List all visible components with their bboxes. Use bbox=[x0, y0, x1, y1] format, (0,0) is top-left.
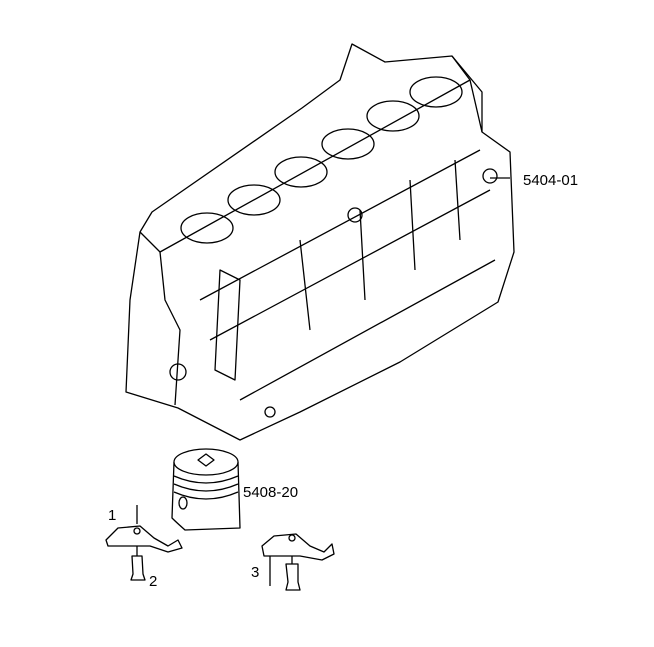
piston-part-number: 5408-20 bbox=[243, 484, 299, 501]
callout-2: 2 bbox=[149, 573, 158, 590]
oil-nozzle-1-drawing[interactable] bbox=[105, 505, 183, 581]
callout-1: 1 bbox=[108, 507, 117, 524]
engine-block-drawing[interactable] bbox=[125, 43, 515, 441]
block-part-number: 5404-01 bbox=[523, 172, 579, 189]
piston-drawing[interactable] bbox=[171, 448, 241, 531]
callout-3: 3 bbox=[251, 564, 260, 581]
oil-nozzle-3-drawing[interactable] bbox=[261, 533, 335, 591]
